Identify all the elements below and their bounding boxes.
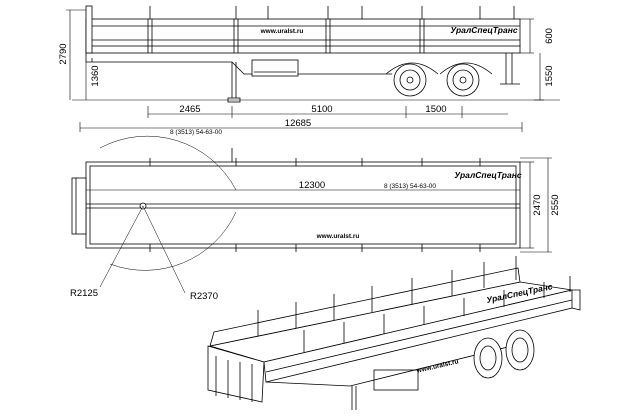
top-brand-logo: УралСпецТранс [454,170,521,180]
side-toolbox [251,59,299,77]
dim-rear-height: 1550 [544,65,555,86]
side-wheel-rear [446,63,480,97]
perspective-view [207,256,581,410]
dim-radius-front: R2125 [70,288,98,299]
iso-wheel-rear [505,329,535,371]
side-headboard [85,5,93,54]
side-dimensions [66,9,544,132]
dim-axle-spacing: 1500 [425,104,446,115]
top-platform [85,161,521,249]
dim-total-length: 12685 [285,118,311,129]
top-website: www.uralst.ru [316,233,360,240]
top-model-code: 8 (3513) 54-63-00 [384,183,436,190]
side-wheel-front [393,63,427,97]
side-view [72,5,560,103]
dim-total-height: 2790 [58,43,69,64]
top-dimensions [86,157,552,253]
dim-radius-swing: R2370 [190,291,218,302]
top-view [71,135,521,294]
dim-kingpin-to-axle: 2465 [179,104,200,115]
side-board [85,18,521,47]
dim-outer-width: 2550 [550,194,561,215]
dim-platform-length: 12300 [299,180,325,191]
dim-frame-height: 1360 [90,65,101,86]
side-website: www.uralst.ru [260,28,304,35]
side-brand-logo: УралСпецТранс [450,25,517,35]
side-model-code: 8 (3513) 54-63-00 [170,129,222,136]
iso-headboard [207,345,265,403]
iso-wheel-front [473,337,503,379]
dim-axle-offset: 5100 [311,104,332,115]
iso-website: www.uralst.ru [415,358,459,375]
dim-board-height: 600 [544,28,555,44]
dim-inner-width: 2470 [532,194,543,215]
